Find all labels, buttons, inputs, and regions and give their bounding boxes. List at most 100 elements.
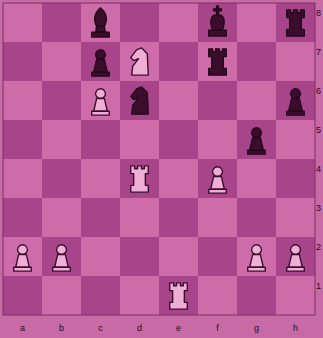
board-square [3,120,42,159]
board-square [81,81,120,120]
board-square [159,276,198,315]
board-square [237,3,276,42]
board-square [276,3,315,42]
piece-part [211,177,225,190]
board-square [198,159,237,198]
piece-part [96,50,106,60]
board-square [198,42,237,81]
piece-part [96,89,106,99]
board-square [237,237,276,276]
board-square [198,3,237,42]
piece-part [16,255,30,268]
board-square [159,42,198,81]
board-square [81,276,120,315]
piece-part [291,89,301,99]
board-square [237,276,276,315]
board-square [198,81,237,120]
board-square [81,159,120,198]
board-square [3,276,42,315]
file-letter: h [293,323,298,333]
piece-part [287,111,305,115]
file-letter: a [20,323,25,333]
board-square [120,3,159,42]
board-square [3,159,42,198]
board-square [3,42,42,81]
board-square [81,120,120,159]
board-square [159,198,198,237]
piece-part [92,72,110,76]
piece-part [14,267,32,271]
piece-part [95,8,107,27]
black-piece [248,128,266,154]
piece-part [248,150,266,154]
board-square [159,3,198,42]
white-piece [287,245,305,271]
white-piece [92,89,110,115]
board-square [120,120,159,159]
board-border [3,3,315,315]
rank-number: 8 [316,8,321,18]
board-square [120,81,159,120]
rank-number: 6 [316,86,321,96]
white-piece [209,167,227,193]
board-square [120,276,159,315]
board-square [237,159,276,198]
rank-number: 7 [316,47,321,57]
piece-part [209,30,227,36]
piece-part [250,138,264,151]
board-square [159,159,198,198]
board-square [198,276,237,315]
board-square [120,159,159,198]
piece-part [287,10,305,36]
rank-number: 1 [316,281,321,291]
piece-part [289,255,303,268]
piece-part [94,60,108,73]
black-piece [209,6,227,36]
board-square [276,198,315,237]
piece-part [287,267,305,271]
piece-part [213,167,223,177]
piece-part [18,245,28,255]
board-square [276,276,315,315]
board-square [42,120,81,159]
white-piece [53,245,71,271]
board-square [81,42,120,81]
black-piece [131,87,149,114]
white-piece [131,166,149,192]
white-piece [170,283,188,309]
board-square [42,276,81,315]
rank-number: 3 [316,203,321,213]
board-square [42,3,81,42]
file-letter: b [59,323,64,333]
rank-number: 4 [316,164,321,174]
board-square [276,237,315,276]
board-square [42,237,81,276]
black-piece [287,10,305,36]
board-square [120,237,159,276]
piece-part [250,255,264,268]
piece-part [55,255,69,268]
black-piece [92,8,110,37]
piece-part [252,245,262,255]
piece-part [291,245,301,255]
piece-part [131,87,149,114]
piece-part [170,283,188,309]
board-square [3,81,42,120]
file-letter: g [254,323,259,333]
board-square [120,42,159,81]
file-letter: f [216,323,219,333]
board-square [276,81,315,120]
file-letter: c [98,323,103,333]
piece-part [252,128,262,138]
piece-part [53,267,71,271]
piece-part [209,189,227,193]
piece-part [96,26,106,32]
piece-part [94,99,108,112]
board-square [3,237,42,276]
piece-part [57,245,67,255]
file-letter: e [176,323,181,333]
piece-part [289,99,303,112]
board-square [81,3,120,42]
